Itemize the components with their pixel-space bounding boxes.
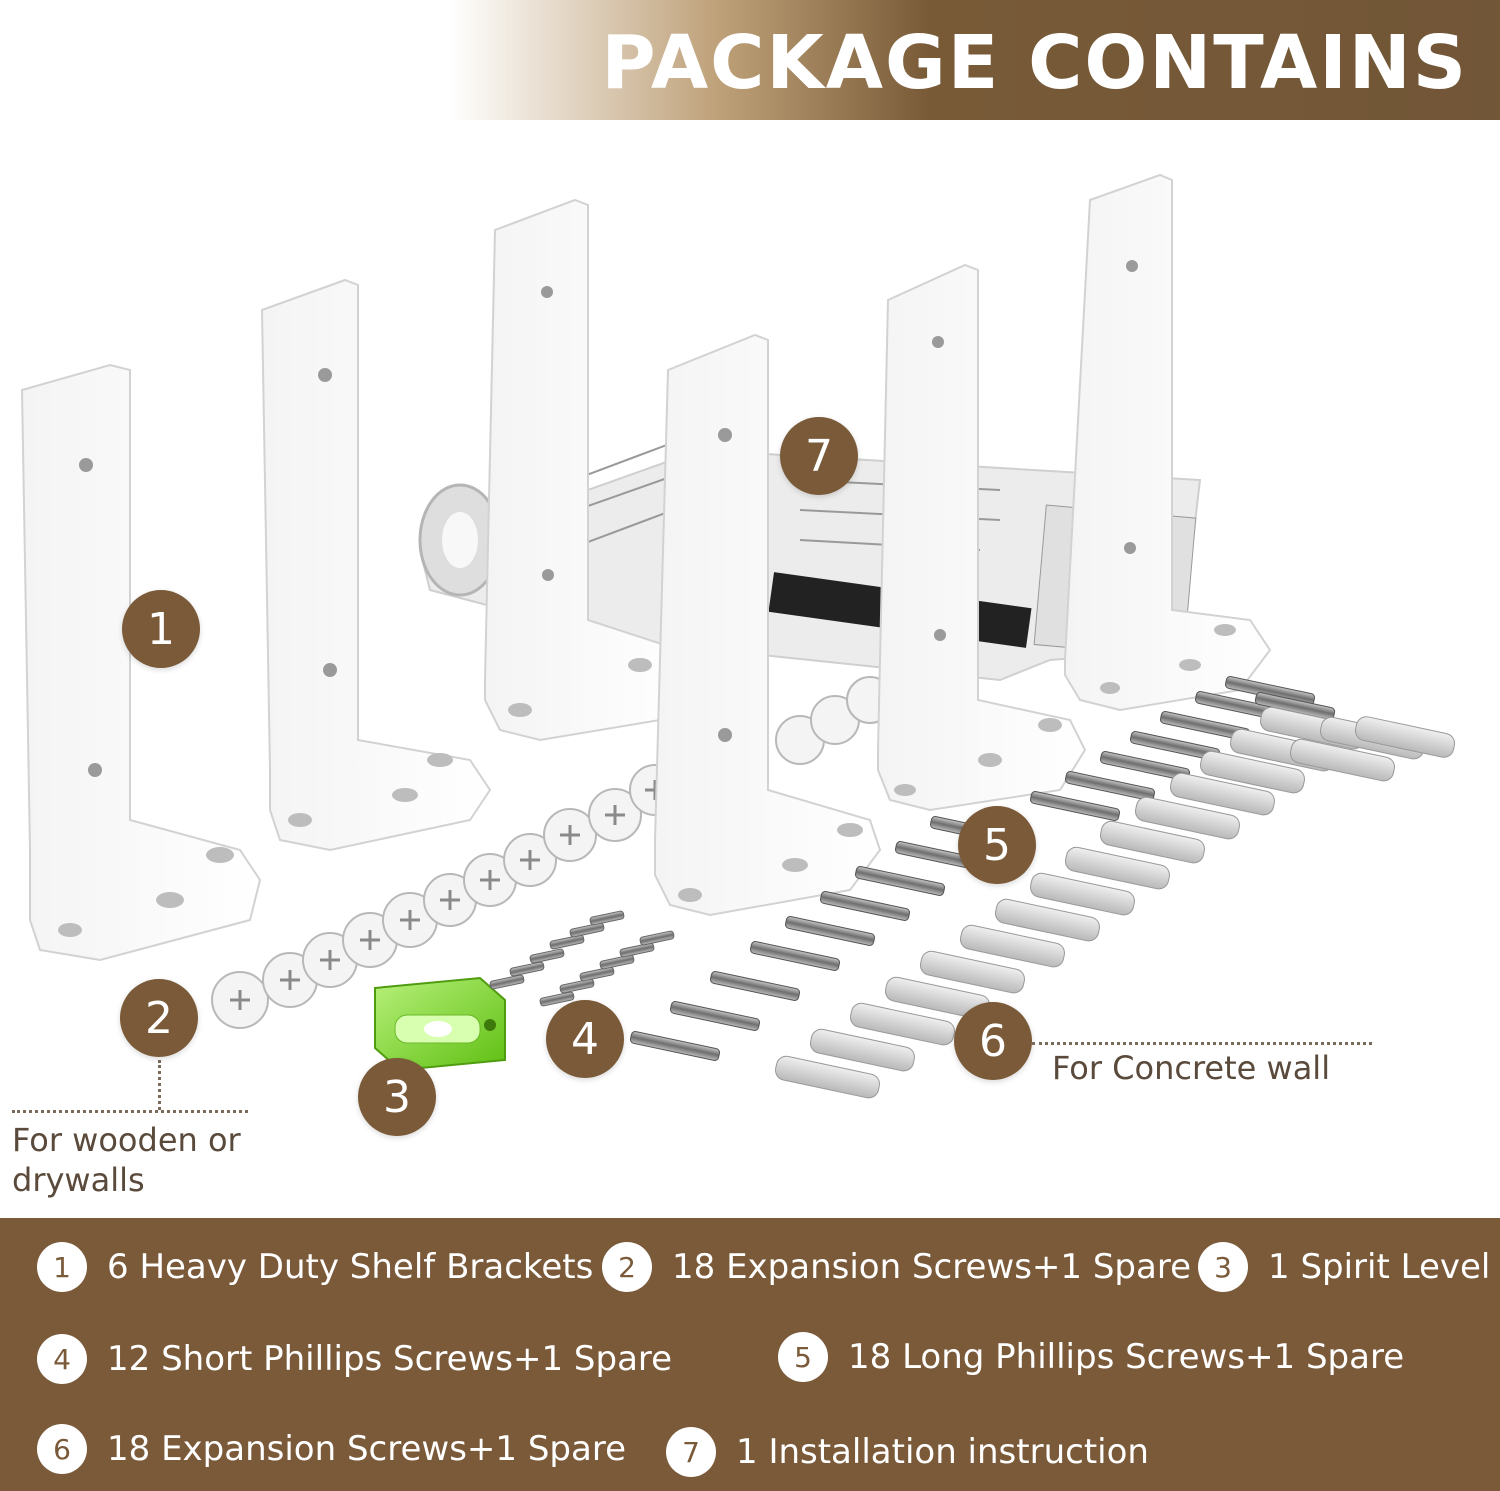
short-screw-icon [489, 910, 675, 1007]
legend-item-3: 3 1 Spirit Level [1198, 1242, 1490, 1292]
badge-4: 4 [546, 1000, 624, 1078]
legend-item-4: 4 12 Short Phillips Screws+1 Spare [37, 1334, 672, 1384]
legend-label-7: 1 Installation instruction [736, 1432, 1149, 1472]
legend-label-5: 18 Long Phillips Screws+1 Spare [848, 1337, 1405, 1377]
wood-leader-line-h [12, 1110, 248, 1113]
expansion-anchor-row [211, 676, 894, 1029]
legend-label-1: 6 Heavy Duty Shelf Brackets [107, 1247, 594, 1287]
legend-number-2: 2 [602, 1242, 652, 1292]
legend-number-6: 6 [37, 1424, 87, 1474]
badge-6: 6 [954, 1002, 1032, 1080]
wood-leader-line [158, 1060, 161, 1110]
legend-label-3: 1 Spirit Level [1268, 1247, 1491, 1287]
badge-1: 1 [122, 590, 200, 668]
wood-caption: For wooden or drywalls [12, 1121, 241, 1199]
badge-2: 2 [120, 979, 198, 1057]
product-scene: 1 7 5 2 4 6 3 For wooden or drywalls For… [0, 120, 1500, 1210]
legend-number-7: 7 [666, 1427, 716, 1477]
legend-number-1: 1 [37, 1242, 87, 1292]
legend-number-3: 3 [1198, 1242, 1248, 1292]
legend-item-6: 6 18 Expansion Screws+1 Spare [37, 1424, 626, 1474]
spirit-level-icon [374, 976, 506, 1072]
legend-number-4: 4 [37, 1334, 87, 1384]
concrete-caption: For Concrete wall [1052, 1049, 1331, 1087]
concrete-leader-line [1032, 1042, 1372, 1045]
header-band: PACKAGE CONTAINS [0, 0, 1500, 120]
badge-5: 5 [958, 806, 1036, 884]
legend-label-2: 18 Expansion Screws+1 Spare [672, 1247, 1191, 1287]
legend-item-1: 1 6 Heavy Duty Shelf Brackets [37, 1242, 593, 1292]
badge-7: 7 [780, 417, 858, 495]
legend-item-7: 7 1 Installation instruction [666, 1427, 1149, 1477]
page-title: PACKAGE CONTAINS [601, 20, 1468, 106]
shelf-bracket-icon [20, 173, 1272, 962]
legend-label-4: 12 Short Phillips Screws+1 Spare [107, 1339, 673, 1379]
legend-number-5: 5 [778, 1332, 828, 1382]
badge-3: 3 [358, 1058, 436, 1136]
product-illustration [20, 173, 1456, 1099]
contents-legend: 1 6 Heavy Duty Shelf Brackets 2 18 Expan… [0, 1218, 1500, 1491]
wall-plug-icon [775, 706, 1456, 1099]
legend-item-5: 5 18 Long Phillips Screws+1 Spare [778, 1332, 1404, 1382]
legend-label-6: 18 Expansion Screws+1 Spare [107, 1429, 626, 1469]
legend-item-2: 2 18 Expansion Screws+1 Spare [602, 1242, 1191, 1292]
